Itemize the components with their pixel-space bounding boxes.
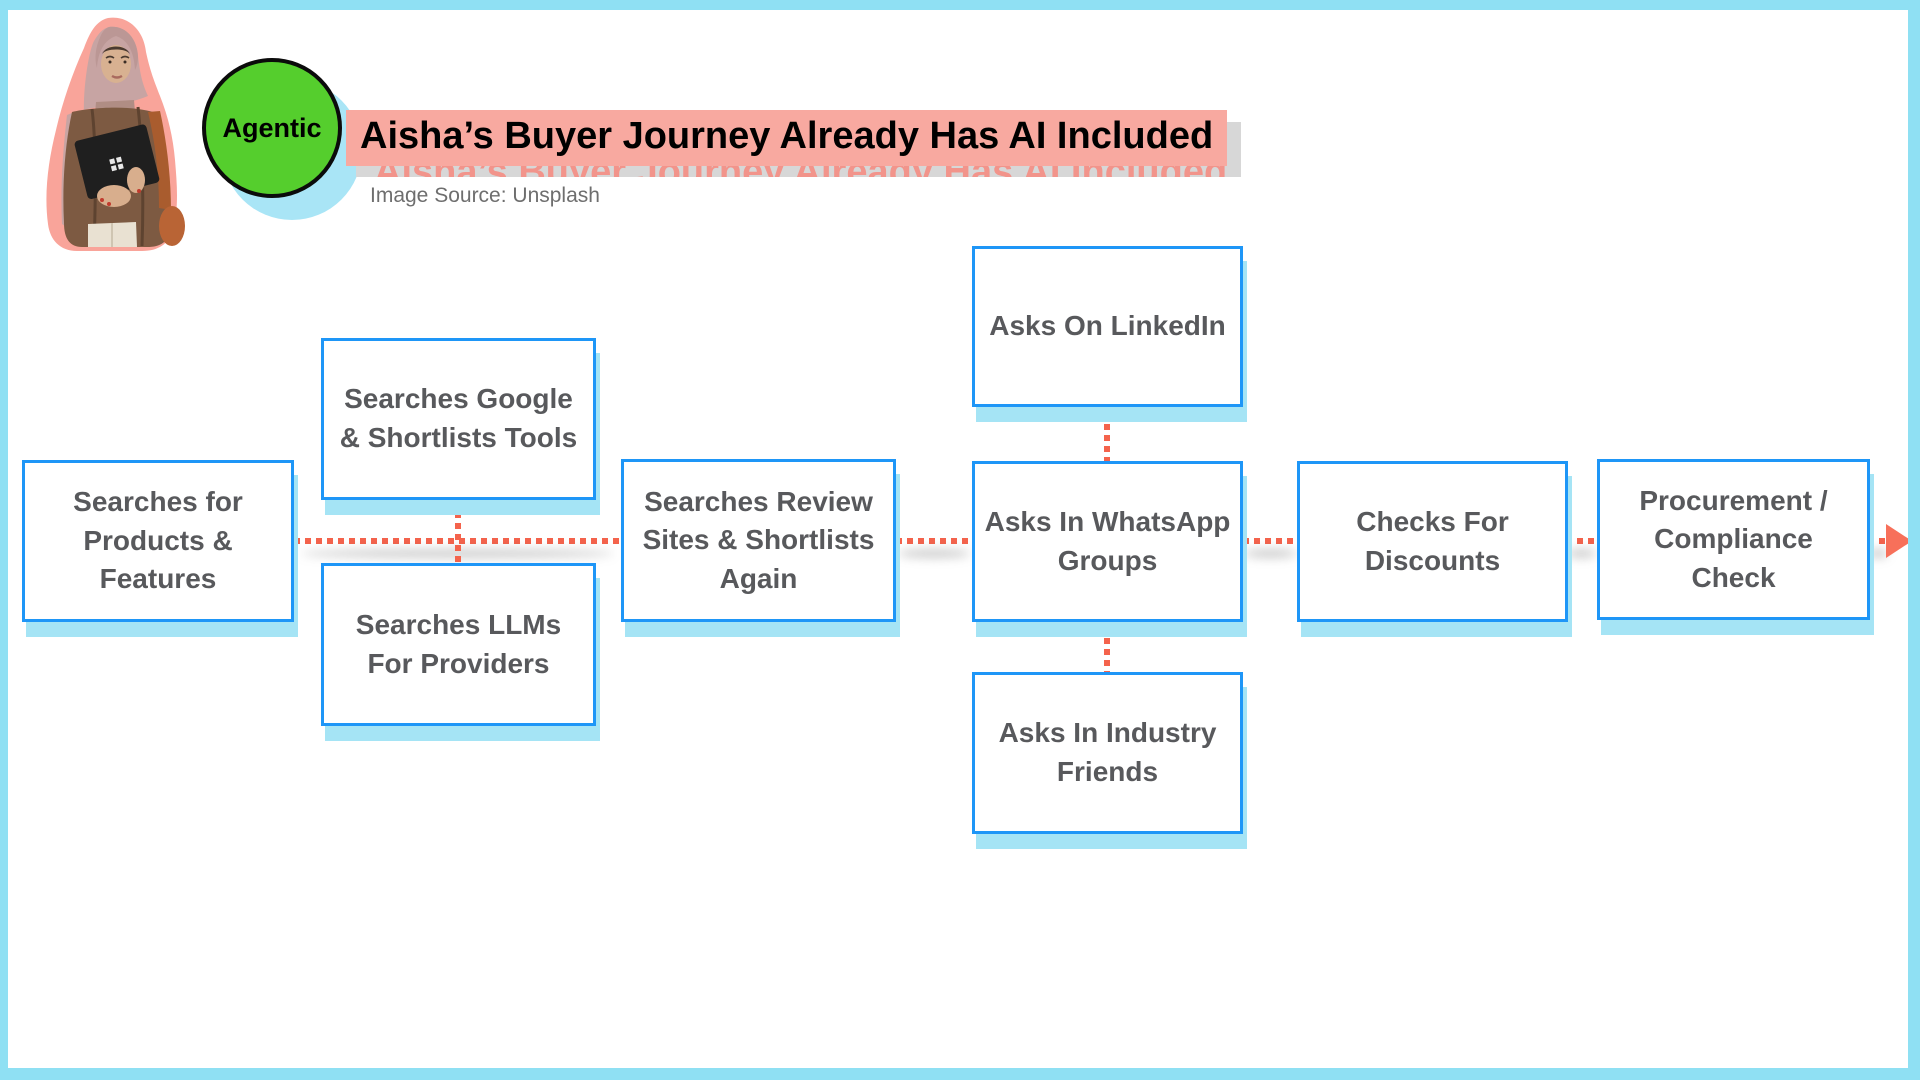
node-label: Searches for Products & Features (73, 486, 243, 595)
connector-procurement-to-exit (1868, 538, 1888, 544)
title-block: Aisha’s Buyer Journey Already Has AI Inc… (346, 110, 1242, 177)
node-label: Searches Google & Shortlists Tools (339, 383, 578, 453)
node-label: Searches Review Sites & Shortlists Again (642, 485, 875, 594)
connector-reviews-to-whatsapp (896, 538, 972, 544)
agentic-badge: Agentic (202, 58, 342, 198)
flow-node-checks-discounts: Checks For Discounts (1297, 461, 1568, 622)
buyer-photo-sticker (46, 17, 185, 251)
connector-whatsapp-to-discounts (1243, 538, 1298, 544)
page-title: Aisha’s Buyer Journey Already Has AI Inc… (346, 110, 1228, 166)
node-label: Searches LLMs For Providers (355, 608, 562, 679)
node-label: Checks For Discounts (1356, 505, 1509, 576)
connector-discounts-to-procurement (1566, 538, 1597, 544)
connector-whatsapp-to-industry (1104, 638, 1110, 672)
node-label: Asks On LinkedIn (989, 310, 1226, 342)
node-label: Procurement / Compliance Check (1639, 484, 1828, 593)
flow-node-searches-google: Searches Google & Shortlists Tools (321, 338, 596, 500)
connector-google-to-llms (455, 512, 461, 564)
flow-node-searches-products: Searches for Products & Features (22, 460, 294, 622)
node-label: Asks In WhatsApp Groups (984, 505, 1231, 576)
flow-node-searches-reviews: Searches Review Sites & Shortlists Again (621, 459, 896, 622)
flow-node-asks-whatsapp: Asks In WhatsApp Groups (972, 461, 1243, 622)
exit-arrow-icon (1886, 524, 1912, 558)
image-credit: Image Source: Unsplash (370, 184, 600, 207)
connector-linkedin-to-whatsapp (1104, 424, 1110, 461)
flow-node-searches-llms: Searches LLMs For Providers (321, 563, 596, 726)
node-label: Asks In Industry Friends (998, 717, 1217, 787)
flow-node-asks-industry: Asks In Industry Friends (972, 672, 1243, 834)
flow-node-asks-linkedin: Asks On LinkedIn (972, 246, 1243, 407)
agentic-badge-label: Agentic (222, 112, 322, 143)
flow-node-procurement: Procurement / Compliance Check (1597, 459, 1870, 620)
